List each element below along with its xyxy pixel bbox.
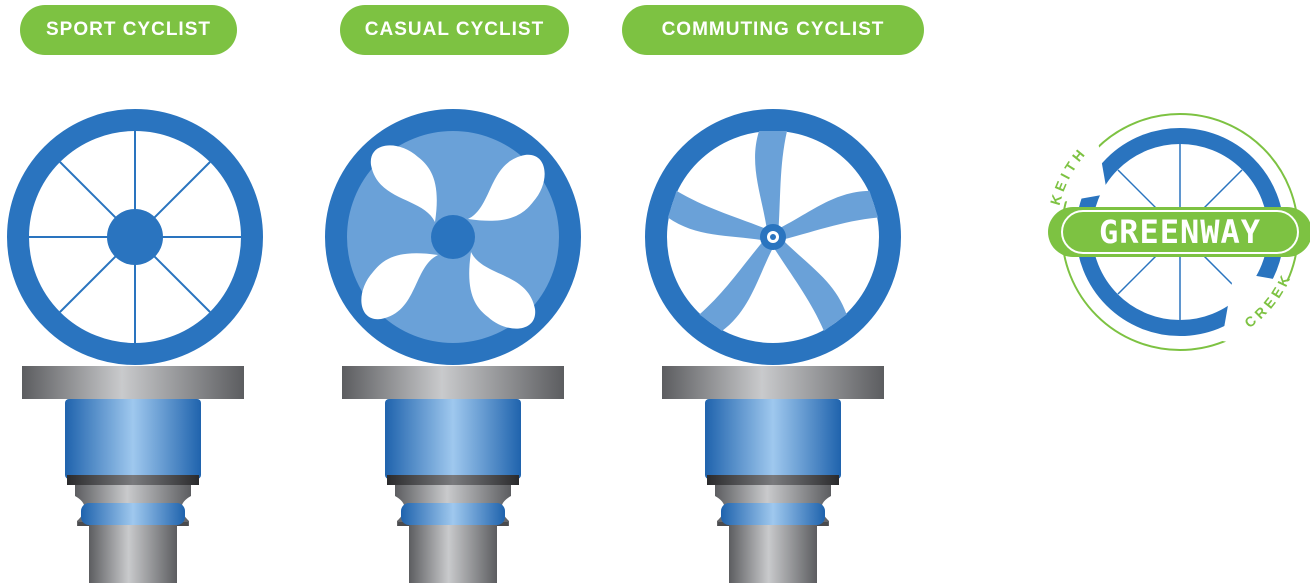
sport-cyclist-label: SPORT CYCLIST [45,19,211,40]
sport-spoked-wheel [7,109,263,365]
sport-cyclist-pill: SPORT CYCLIST [20,5,237,55]
casual-cyclist-pill: CASUAL CYCLIST [340,5,569,55]
casual-cyclist-label: CASUAL CYCLIST [364,19,545,40]
commuting-cyclist-label: COMMUTING CYCLIST [661,19,885,40]
casual-disc-wheel [325,109,581,365]
commuting-cyclist-pill: COMMUTING CYCLIST [622,5,924,55]
sport-post [22,366,244,583]
casual-post [342,366,564,583]
commuting-curved-spoke-wheel [645,109,901,365]
commuting-post [662,366,884,583]
keith-creek-greenway-logo: KEITH CREEK GREENWAY [1027,113,1310,354]
logo-greenway-text: GREENWAY [1099,213,1261,251]
